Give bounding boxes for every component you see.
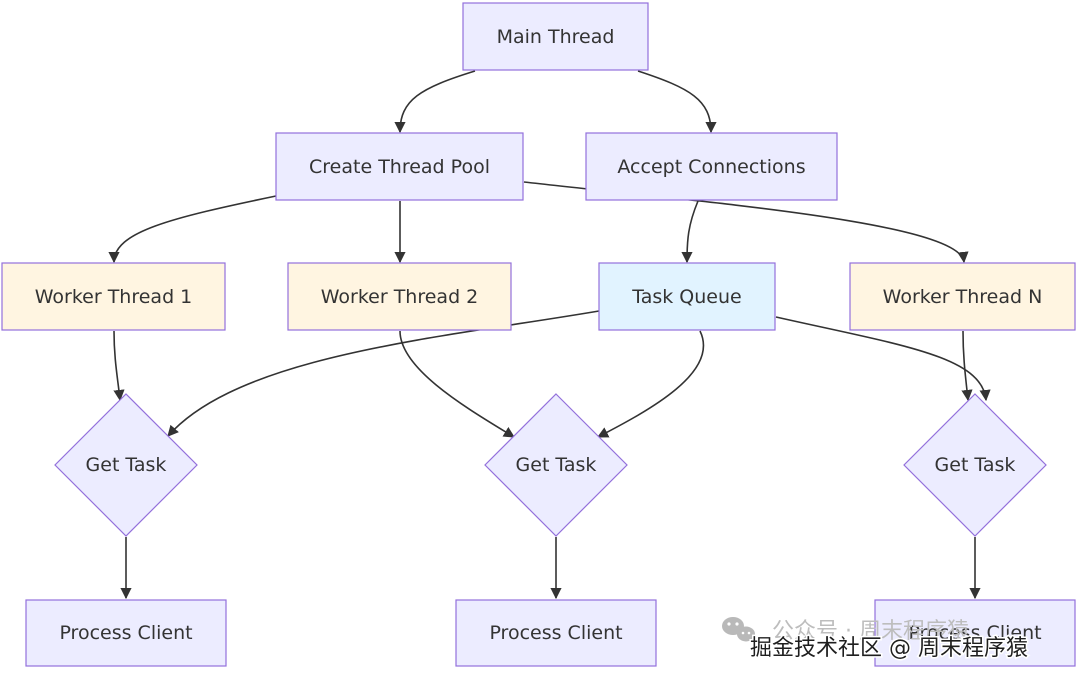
node-create-thread-pool: Create Thread Pool [275, 132, 524, 201]
node-worker-thread-1: Worker Thread 1 [1, 262, 226, 331]
edge-worker2-to-gettask2 [399, 330, 515, 438]
node-task-queue: Task Queue [598, 262, 776, 331]
node-process-client-3: Process Client [874, 599, 1076, 667]
node-label: Process Client [908, 622, 1041, 644]
watermark-line2: 掘金技术社区 @ 周末程序猿 [750, 636, 1028, 661]
node-main-thread: Main Thread [462, 2, 649, 71]
node-label: Process Client [489, 622, 622, 644]
node-process-client-2: Process Client [455, 599, 657, 667]
node-label: Get Task [935, 454, 1016, 476]
node-label: Main Thread [497, 26, 615, 48]
node-label: Task Queue [631, 286, 741, 308]
edge-queue-to-gettask1 [167, 310, 600, 437]
node-accept-connections: Accept Connections [585, 132, 838, 201]
watermark: 公众号 · 周末程序猿 掘金技术社区 @ 周末程序猿 [722, 617, 1030, 663]
edge-queue-to-gettask3 [775, 316, 991, 402]
edge-accept-to-queue [681, 200, 699, 264]
node-worker-thread-n: Worker Thread N [849, 262, 1076, 331]
node-label: Worker Thread N [883, 286, 1043, 308]
node-get-task-2: Get Task [484, 393, 628, 537]
node-label: Worker Thread 2 [321, 286, 479, 308]
node-label: Worker Thread 1 [35, 286, 193, 308]
node-get-task-3: Get Task [903, 393, 1047, 537]
watermark-line1: 公众号 · 周末程序猿 [772, 619, 969, 644]
edge-worker1-to-gettask1 [113, 330, 125, 402]
node-label: Accept Connections [617, 156, 805, 178]
node-label: Get Task [86, 454, 167, 476]
node-process-client-1: Process Client [25, 599, 227, 667]
node-get-task-1: Get Task [54, 393, 198, 537]
node-label: Get Task [516, 454, 597, 476]
wechat-icon [722, 617, 755, 642]
node-label: Create Thread Pool [309, 156, 490, 178]
node-label: Process Client [59, 622, 192, 644]
edge-main-to-pool [394, 70, 476, 134]
edge-workerN-to-gettask3 [961, 330, 973, 402]
edge-pool-to-worker1 [108, 195, 277, 264]
node-worker-thread-2: Worker Thread 2 [287, 262, 512, 331]
edge-queue-to-gettask2 [597, 330, 705, 438]
edge-main-to-accept [637, 70, 717, 134]
